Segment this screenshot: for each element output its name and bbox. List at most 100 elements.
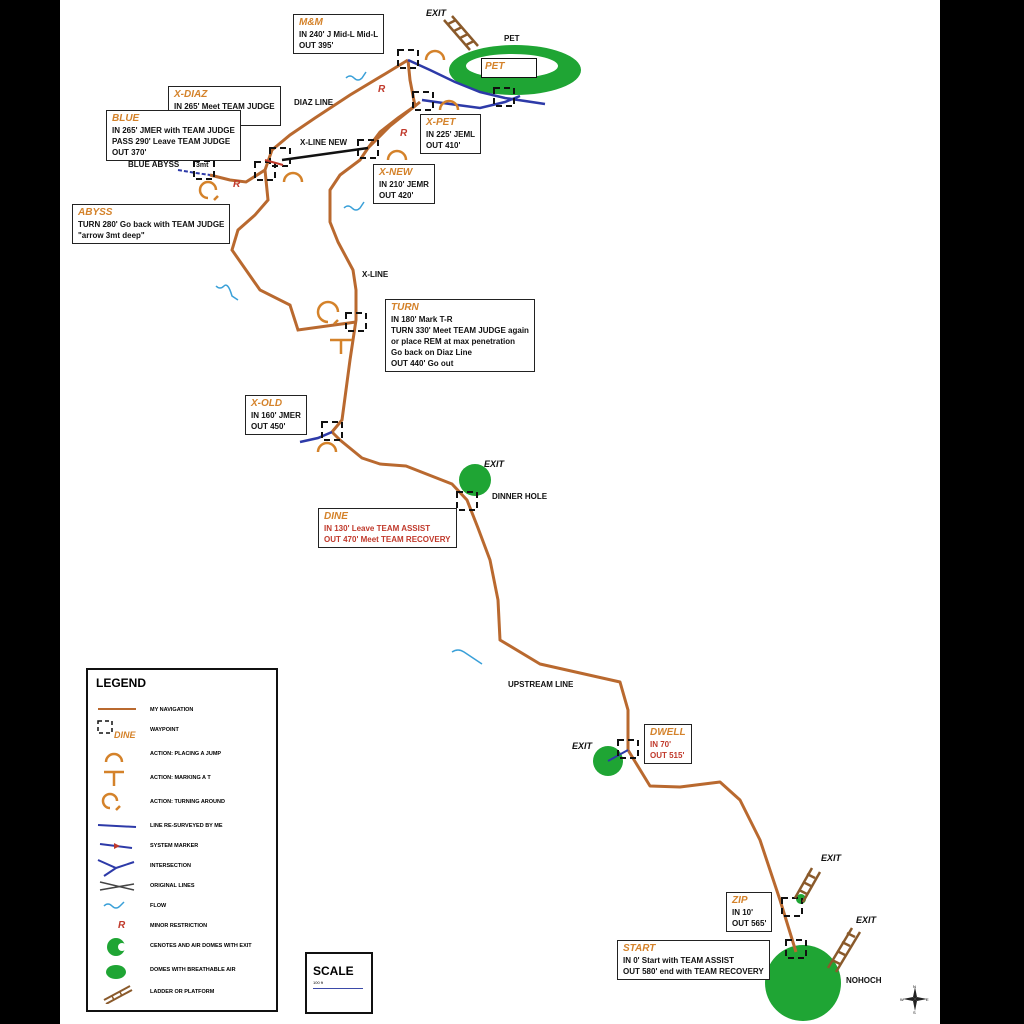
legend-row: ACTION: TURNING AROUND	[88, 792, 276, 814]
waypoint-xpet[interactable]	[412, 91, 434, 111]
dinner-hole-label: DINNER HOLE	[492, 492, 548, 501]
waypoint-blue[interactable]	[254, 161, 276, 181]
scale-box: SCALE 100 ft	[305, 952, 373, 1014]
pet-name: PET	[485, 61, 505, 72]
info-box-title: ZIP	[732, 895, 748, 906]
exit-label-dinner: EXIT	[484, 459, 505, 469]
info-box-row: OUT 370'	[112, 148, 147, 157]
info-box-row: OUT 565'	[732, 919, 767, 928]
ladder-icon	[826, 927, 862, 973]
info-box-turn: TURN IN 180' Mark T-R TURN 330' Meet TEA…	[385, 299, 535, 372]
legend-label: WAYPOINT	[150, 727, 179, 733]
waypoint-abyss[interactable]	[193, 160, 215, 180]
jump-icon	[438, 99, 460, 111]
diaz-line-label: DIAZ LINE	[294, 98, 334, 107]
blue-abyss-label: BLUE ABYSS	[128, 160, 180, 169]
flow-icon	[451, 649, 483, 665]
restriction-icon: R	[378, 84, 386, 95]
legend-panel: LEGEND MY NAVIGATION DINE WAYPOINT ACTIO…	[86, 668, 278, 1012]
turn-around-icon	[316, 300, 340, 325]
legend-row: DINE WAYPOINT	[88, 720, 276, 742]
info-box-title: X-PET	[426, 117, 456, 128]
info-box-xnew: X-NEW IN 210' JEMR OUT 420'	[373, 164, 435, 204]
waypoint-icon	[97, 720, 113, 734]
waypoint-dine[interactable]	[456, 491, 478, 511]
jump-icon	[316, 441, 338, 453]
waypoint-xdiaz[interactable]	[269, 147, 291, 167]
jump-icon	[104, 752, 124, 763]
dome-icon	[106, 965, 126, 979]
legend-label: CENOTES AND AIR DOMES WITH EXIT	[150, 943, 252, 949]
flow-icon	[103, 901, 125, 909]
info-box-row: OUT 410'	[426, 141, 461, 150]
info-box-title: START	[623, 943, 656, 954]
legend-row: LINE RE-SURVEYED BY ME	[88, 816, 276, 838]
waypoint-xnew[interactable]	[357, 139, 379, 159]
ladder-icon	[103, 985, 133, 1004]
legend-label: ACTION: PLACING A JUMP	[150, 751, 222, 757]
upstream-line-label: UPSTREAM LINE	[508, 680, 574, 689]
info-box-title: M&M	[299, 17, 323, 28]
ladder-icon	[443, 15, 479, 51]
info-box-row: IN 0' Start with TEAM ASSIST	[623, 956, 734, 965]
legend-label: DOMES WITH BREATHABLE AIR	[150, 967, 236, 973]
legend-waypoint-sample: DINE	[114, 730, 136, 740]
info-box-row: OUT 580' end with TEAM RECOVERY	[623, 967, 764, 976]
compass-n: N	[913, 984, 916, 989]
nohoch-cenote	[765, 945, 841, 1021]
compass-rose-icon: N S W E	[900, 984, 929, 1014]
info-box-title: TURN	[391, 302, 419, 313]
legend-row: R MINOR RESTRICTION	[88, 916, 276, 938]
waypoint-start[interactable]	[785, 939, 807, 959]
ladder-icon	[793, 867, 822, 903]
info-box-dwell: DWELL IN 70' OUT 515'	[644, 724, 692, 764]
info-box-mm: M&M IN 240' J Mid-L Mid-L OUT 395'	[293, 14, 385, 54]
info-box-row: TURN 280' Go back with TEAM JUDGE	[78, 220, 225, 229]
waypoint-mm[interactable]	[397, 49, 419, 69]
info-box-row: IN 10'	[732, 908, 754, 917]
turn-around-icon	[198, 180, 219, 201]
restriction-icon: R	[118, 920, 126, 931]
info-box-row: IN 240' J Mid-L Mid-L	[299, 30, 379, 39]
info-box-title: DWELL	[650, 727, 686, 738]
original-lines-icon	[99, 881, 135, 891]
legend-row: MY NAVIGATION	[88, 700, 276, 722]
xline-new-label: X-LINE NEW	[300, 138, 348, 147]
waypoint-xold[interactable]	[321, 421, 343, 441]
info-box-row: OUT 515'	[650, 751, 685, 760]
legend-row: ACTION: PLACING A JUMP	[88, 744, 276, 766]
info-box-row: OUT 440' Go out	[391, 359, 454, 368]
info-box-row: TURN 330' Meet TEAM JUDGE again	[391, 326, 529, 335]
info-box-blue: BLUE IN 265' JMER with TEAM JUDGE PASS 2…	[106, 110, 241, 161]
nohoch-label: NOHOCH	[846, 976, 882, 985]
legend-label: ACTION: TURNING AROUND	[150, 799, 225, 805]
legend-row: DOMES WITH BREATHABLE AIR	[88, 960, 276, 982]
waypoint-pet[interactable]	[493, 87, 515, 107]
waypoint-dwell[interactable]	[617, 739, 639, 759]
legend-row: ACTION: MARKING A T	[88, 768, 276, 790]
flow-icon	[343, 201, 365, 211]
scale-title: SCALE	[313, 964, 354, 978]
resurvey-line-xold	[299, 430, 333, 444]
waypoint-turn[interactable]	[345, 312, 367, 332]
info-box-row: IN 265' Meet TEAM JUDGE	[174, 102, 275, 111]
info-box-title: DINE	[324, 511, 348, 522]
xline-label: X-LINE	[362, 270, 389, 279]
navigation-line-icon	[98, 708, 136, 710]
waypoint-zip[interactable]	[781, 897, 803, 917]
info-box-xpet: X-PET IN 225' JEML OUT 410'	[420, 114, 482, 154]
jump-icon	[282, 171, 304, 183]
xline-new	[281, 146, 369, 162]
t-marker-icon	[330, 338, 352, 354]
scale-value: 100 ft	[313, 980, 324, 985]
exit-label-nohoch: EXIT	[856, 915, 877, 925]
legend-row: CENOTES AND AIR DOMES WITH EXIT	[88, 936, 276, 958]
exit-label-zip: EXIT	[821, 853, 842, 863]
compass-e: E	[926, 997, 929, 1002]
flow-icon	[345, 71, 367, 81]
info-box-row: OUT 450'	[251, 422, 286, 431]
pet-label: PET	[504, 34, 520, 43]
info-box-row: IN 210' JEMR	[379, 180, 429, 189]
system-marker-icon	[99, 843, 133, 849]
legend-label: LINE RE-SURVEYED BY ME	[150, 823, 223, 829]
